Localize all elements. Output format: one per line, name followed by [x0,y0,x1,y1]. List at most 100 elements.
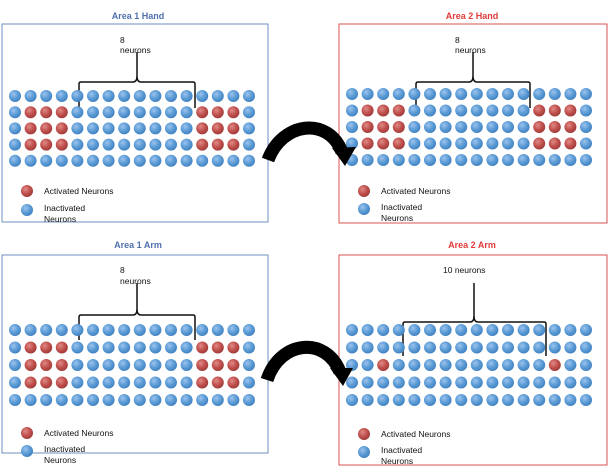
activated-neuron [55,122,68,135]
inactivated-neuron [211,324,224,336]
activated-neuron [361,121,374,133]
inactivated-neuron [71,138,84,151]
curved-arrow-hand [261,121,356,166]
inactivated-neuron [455,137,468,150]
inactivated-neuron [165,138,177,151]
activated-neuron [227,359,240,371]
inactivated-neuron [165,122,177,135]
activated-neuron [40,122,53,135]
inactivated-neuron [243,359,255,371]
inactivated-neuron [439,121,452,133]
inactivated-neuron [392,88,405,100]
inactivated-neuron [24,154,37,167]
activated-neuron [24,106,37,119]
inactivated-neuron [133,341,146,354]
inactivated-neuron [580,359,592,371]
panel-title: Area 2 Arm [448,240,496,250]
inactivated-neuron [533,154,546,166]
inactivated-neuron [517,341,530,354]
inactivated-neuron [102,376,115,389]
inactivated-neuron [102,122,115,135]
inactivated-neuron [9,359,21,371]
inactivated-neuron [517,104,530,117]
inactivated-neuron [118,394,131,406]
inactivated-neuron [424,376,436,389]
inactivated-neuron [149,359,162,371]
panel-border [338,23,608,224]
activated-neuron [40,138,53,151]
inactivated-neuron [502,137,514,150]
inactivated-neuron [408,104,421,117]
activated-neuron [55,359,68,371]
inactivated-neuron [87,359,99,371]
inactivated-neuron [9,138,21,151]
neuron-grid [9,90,255,167]
activated-neuron [211,341,224,354]
inactivated-neuron [180,106,193,119]
inactivated-neuron [502,376,514,389]
inactivated-neuron [149,324,162,336]
inactivated-neuron [470,324,483,336]
inactivated-neuron [346,324,358,336]
inactivated-neuron [455,104,468,117]
activated-neuron [211,122,224,135]
inactivated-neuron [486,376,499,389]
inactivated-neuron [470,341,483,354]
inactivated-neuron [580,104,592,117]
brace-label-count: 8 [455,35,460,45]
inactivated-neuron [548,154,561,166]
inactivated-neuron [133,376,146,389]
inactivated-neuron [9,90,21,102]
inactivated-neuron [118,154,131,167]
inactivated-neuron [227,394,240,406]
neuron-brace [402,283,547,356]
inactivated-neuron [180,90,193,102]
inactivated-neuron [87,138,99,151]
inactivated-neuron [424,88,436,100]
inactivated-neuron [149,341,162,354]
inactivated-neuron [408,359,421,371]
inactivated-neuron [133,138,146,151]
inactivated-neuron [408,121,421,133]
legend-activated-label: Activated Neurons [381,429,450,439]
inactivated-neuron [564,154,577,166]
inactivated-neuron [243,341,255,354]
inactivated-neuron [377,376,390,389]
neuron-grid [346,324,592,406]
inactivated-neuron [502,104,514,117]
inactivated-neuron [517,394,530,406]
inactivated-neuron [470,121,483,133]
activated-neuron [55,106,68,119]
inactivated-neuron [455,154,468,166]
activated-neuron [24,341,37,354]
inactivated-neuron [87,341,99,354]
inactivated-neuron [346,341,358,354]
inactivated-neuron [548,341,561,354]
inactivated-neuron [548,324,561,336]
inactivated-neuron [118,90,131,102]
activated-neuron [24,138,37,151]
inactivated-neuron [9,324,21,336]
inactivated-neuron [548,376,561,389]
inactivated-neuron [102,359,115,371]
inactivated-neuron [133,394,146,406]
inactivated-neuron [165,106,177,119]
inactivated-neuron [118,324,131,336]
inactivated-neuron [377,154,390,166]
inactivated-neuron [361,154,374,166]
inactivated-neuron [196,394,209,406]
activated-neuron [24,359,37,371]
legend-inactivated-marker [21,445,33,457]
inactivated-neuron [118,359,131,371]
inactivated-neuron [455,341,468,354]
inactivated-neuron [470,154,483,166]
inactivated-neuron [346,137,358,150]
inactivated-neuron [133,122,146,135]
inactivated-neuron [486,137,499,150]
inactivated-neuron [470,137,483,150]
activated-neuron [392,121,405,133]
inactivated-neuron [243,122,255,135]
inactivated-neuron [102,106,115,119]
inactivated-neuron [243,324,255,336]
inactivated-neuron [439,137,452,150]
